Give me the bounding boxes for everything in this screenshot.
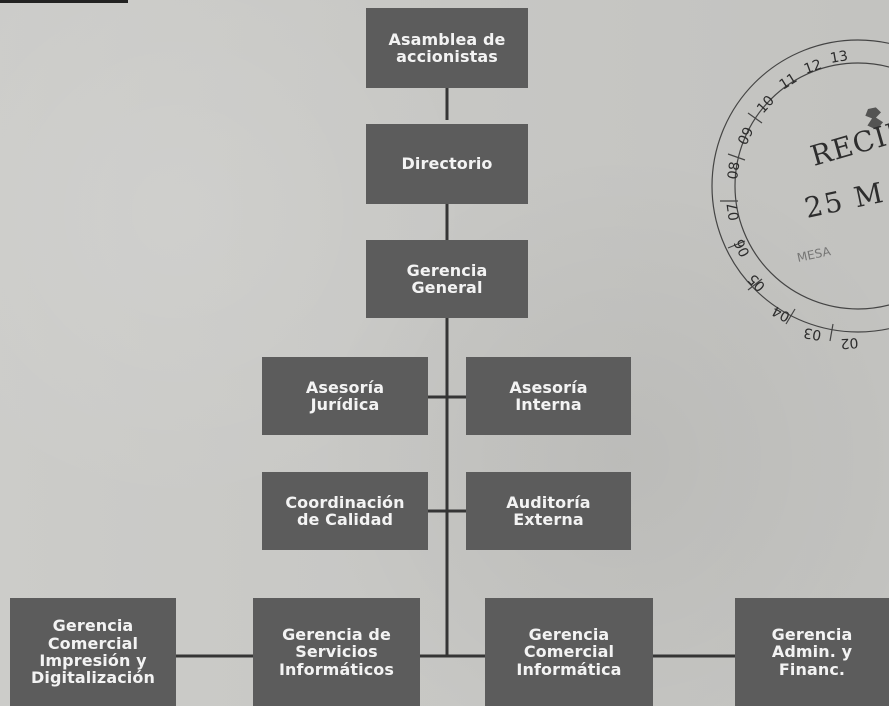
stamp-tick (747, 112, 763, 124)
node-auditoria-externa: Auditoría Externa (466, 472, 631, 550)
stamp-ring-number: 09 (735, 125, 757, 148)
stamp-date-text: 25 M (802, 176, 888, 225)
stamp-received-text: RECIB (807, 114, 889, 173)
stamp-ring-number: 02 (840, 334, 859, 351)
stamp-ring-number: 06 (731, 236, 753, 259)
node-coordinacion-de-calidad: Coordinación de Calidad (262, 472, 428, 550)
node-gerencia-comercial-informatica: Gerencia Comercial Informática (485, 598, 653, 706)
stamp-ring-number: 11 (777, 70, 801, 93)
stamp-ring-number: 03 (802, 324, 822, 343)
stamp-tick (747, 278, 763, 291)
stamp-ring-number: 12 (802, 57, 824, 78)
stamp-ring-number: 08 (725, 161, 743, 181)
node-gerencia-comercial-impresion-y-digitalizacion: Gerencia Comercial Impresión y Digitaliz… (10, 598, 176, 706)
stamp-outer-ring (711, 39, 889, 333)
stamp-inner-ring (734, 62, 889, 310)
stamp-tick (727, 153, 746, 161)
top-left-edge-mark (0, 0, 128, 3)
stamp-tick (829, 323, 834, 342)
stamp-ring-number: 05 (745, 270, 769, 294)
stamp-ring-number: 04 (770, 302, 793, 325)
node-gerencia-admin-y-financ: Gerencia Admin. y Financ. (735, 598, 889, 706)
stamp-emblem (865, 107, 884, 130)
node-asesoria-interna: Asesoría Interna (466, 357, 631, 435)
node-gerencia-general: Gerencia General (366, 240, 528, 318)
stamp-tick (727, 240, 746, 249)
stamp-ring-number: 07 (725, 202, 743, 222)
node-directorio: Directorio (366, 124, 528, 204)
node-asesoria-juridica: Asesoría Jurídica (262, 357, 428, 435)
received-stamp: 13 12 11 10 09 08 07 06 05 04 03 02 RECI… (711, 39, 889, 351)
stamp-tick (785, 308, 796, 325)
stamp-ring-number: 13 (829, 48, 849, 67)
node-asamblea-de-accionistas: Asamblea de accionistas (366, 8, 528, 88)
stamp-desk-text: MESA (796, 244, 833, 265)
node-gerencia-de-servicios-informaticos: Gerencia de Servicios Informáticos (253, 598, 420, 706)
